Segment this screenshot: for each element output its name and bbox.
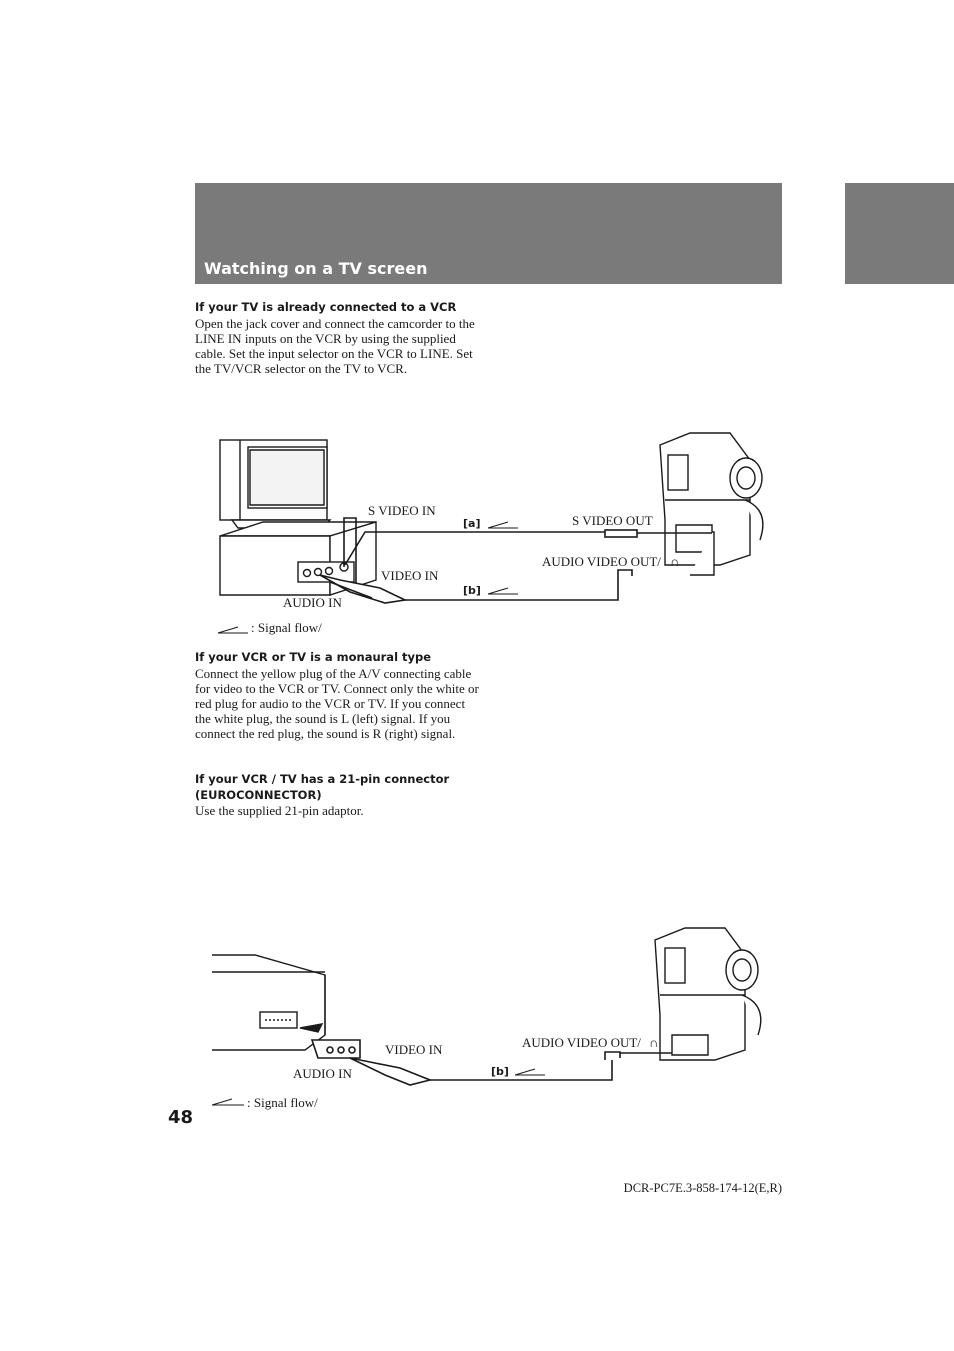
section-body: Connect the yellow plug of the A/V conne… (195, 665, 479, 742)
signal-flow-arrows (217, 521, 518, 634)
signal-flow-arrows (211, 1068, 545, 1106)
tag-b: [b] (491, 1065, 509, 1078)
tag-b: [b] (463, 584, 481, 597)
headphone-icon: ∩ (670, 554, 679, 569)
label-s-video-out: S VIDEO OUT (572, 513, 653, 528)
page-title: Watching on a TV screen (204, 259, 428, 278)
section-tv-connected-to-vcr: If your TV is already connected to a VCR… (195, 300, 480, 376)
section-heading: If your VCR / TV has a 21-pin connector … (195, 772, 450, 802)
vcr-illustration (219, 521, 377, 596)
model-code: DCR-PC7E.3-858-174-12(E,R) (623, 1181, 782, 1195)
camcorder-illustration (620, 927, 762, 1061)
legend-signal-flow: : Signal flow/ (247, 1095, 318, 1110)
page-number: 48 (168, 1107, 194, 1128)
section-body: Use the supplied 21-pin adaptor. (195, 803, 364, 818)
adaptor-and-cables (310, 1039, 621, 1086)
section-monaural-type: If your VCR or TV is a monaural type Con… (195, 650, 480, 742)
section-header-bar: Watching on a TV screen (195, 183, 782, 284)
label-audio-in: AUDIO IN (283, 595, 342, 610)
label-audio-in: AUDIO IN (293, 1066, 352, 1081)
label-audio-video-out: AUDIO VIDEO OUT/ (522, 1035, 641, 1050)
section-body: Open the jack cover and connect the camc… (195, 315, 475, 377)
camcorder-illustration (637, 432, 764, 576)
section-heading: If your VCR or TV is a monaural type (195, 650, 432, 664)
tag-a: [a] (463, 517, 480, 530)
section-heading: If your TV is already connected to a VCR (195, 300, 457, 314)
label-audio-video-out: AUDIO VIDEO OUT/ (542, 554, 661, 569)
legend-signal-flow: : Signal flow/ (251, 620, 322, 635)
tv-illustration (219, 439, 332, 529)
section-21-pin-connector: If your VCR / TV has a 21-pin connector … (195, 772, 480, 818)
label-s-video-in: S VIDEO IN (368, 503, 436, 518)
cables (319, 517, 638, 604)
headphone-icon: ∩ (649, 1035, 658, 1050)
label-video-in: VIDEO IN (385, 1042, 443, 1057)
chapter-side-tab (845, 183, 954, 284)
vcr-euroconnector-illustration (212, 954, 326, 1051)
label-video-in: VIDEO IN (381, 568, 439, 583)
